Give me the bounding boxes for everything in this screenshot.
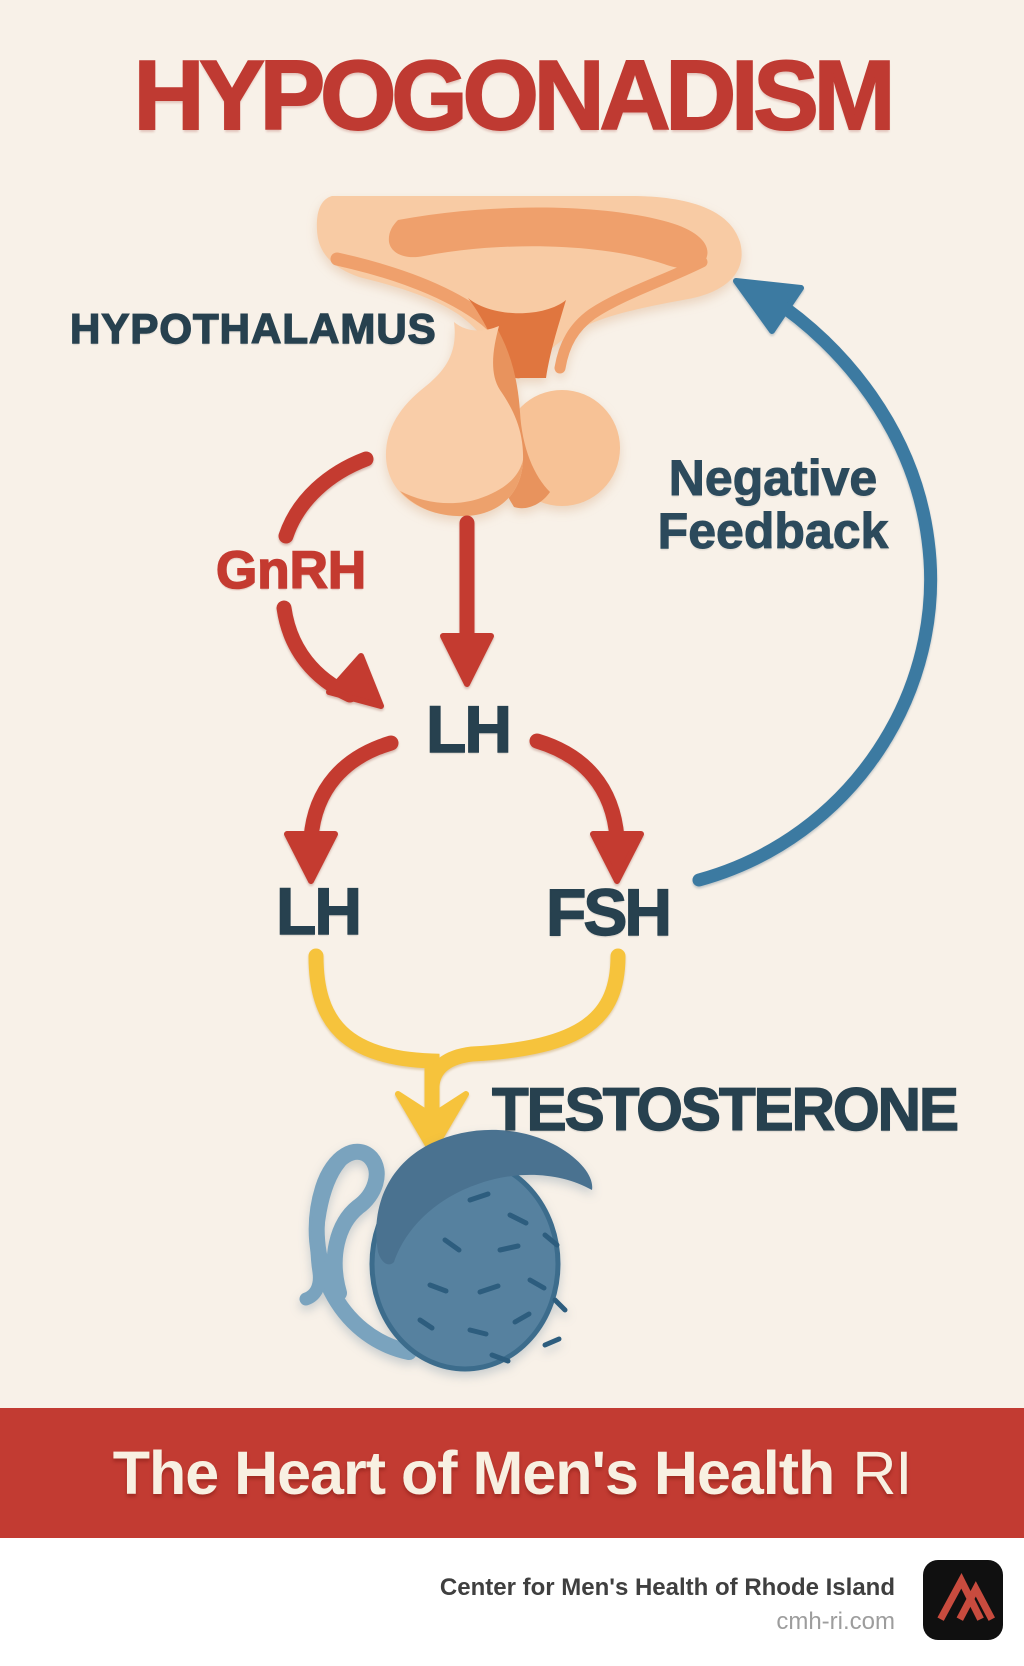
- hypothalamus-label: HYPOTHALAMUS: [69, 305, 437, 352]
- red-arrows: [276, 451, 644, 884]
- infundibulum-funnel: [468, 298, 566, 378]
- vas-deferens-tube: [308, 1143, 417, 1360]
- testis-texture-dashes: [417, 1191, 568, 1364]
- hypothalamus-illustration: [316, 196, 742, 517]
- mountain-monogram-icon: [937, 1573, 995, 1621]
- banner: The Heart of Men's Health RI: [0, 1408, 1024, 1538]
- pituitary-anterior-lobe: [385, 322, 524, 517]
- negative-feedback-arc: [692, 292, 938, 887]
- footer: [0, 1538, 1024, 1666]
- page-title: HYPOGONADISM: [133, 40, 897, 150]
- negative-feedback-arrow: [692, 278, 938, 887]
- gnrh-arrow-upper: [278, 451, 374, 544]
- banner-text-bold: The Heart of Men's Health: [112, 1439, 836, 1507]
- pituitary-hormone-label: LH: [425, 692, 512, 766]
- hypothalamus-inner-right-stroke: [554, 256, 708, 374]
- fsh-to-testis-arrow: [424, 948, 626, 1094]
- lh-branch-arrow-stem: [303, 735, 399, 846]
- lh-to-testis-arrow: [308, 948, 440, 1138]
- testosterone-arrows: [308, 948, 626, 1155]
- negative-feedback-line2: Feedback: [657, 503, 889, 559]
- pituitary-arrowhead: [440, 633, 494, 687]
- banner-text-light: RI: [852, 1439, 912, 1507]
- negative-feedback-line1: Negative: [668, 450, 878, 506]
- lh-label: LH: [275, 874, 362, 948]
- gnrh-label: GnRH: [215, 541, 367, 600]
- testicle-illustration: [299, 1129, 593, 1372]
- fsh-branch-arrowhead: [590, 831, 644, 884]
- lh-branch-arrowhead: [284, 831, 338, 884]
- gnrh-arrowhead: [326, 653, 384, 709]
- testosterone-label: TESTOSTERONE: [491, 1076, 959, 1143]
- vas-deferens-tail: [299, 1155, 347, 1306]
- footer-website: cmh-ri.com: [776, 1608, 895, 1635]
- negative-feedback-label: Negative Feedback: [657, 450, 889, 559]
- fsh-label: FSH: [545, 875, 672, 949]
- fsh-branch-arrow-stem: [529, 733, 625, 846]
- pituitary-lobe-shading: [400, 460, 523, 517]
- hypothalamus-ribbon: [388, 207, 708, 269]
- negative-feedback-arrowhead: [733, 278, 804, 334]
- epididymis-cap: [376, 1129, 593, 1265]
- footer-org-name: Center for Men's Health of Rhode Island: [439, 1574, 895, 1601]
- testosterone-arrowhead: [395, 1091, 469, 1155]
- logo: [923, 1560, 1003, 1640]
